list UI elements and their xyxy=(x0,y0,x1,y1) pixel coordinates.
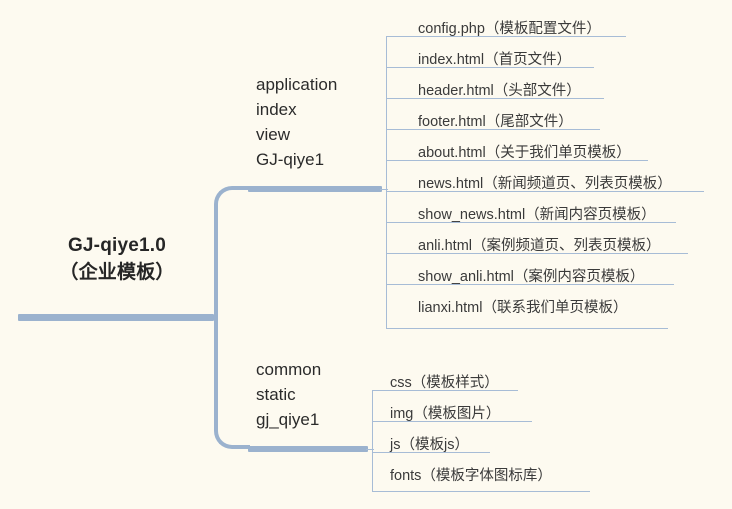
branch-label-common[interactable]: common static gj_qiye1 xyxy=(256,360,322,429)
leaf-config-php[interactable]: config.php（模板配置文件） xyxy=(418,21,601,37)
leaf-spine-common xyxy=(372,390,373,491)
leaf-index-html[interactable]: index.html（首页文件） xyxy=(418,52,572,68)
leaf-rule-news-html xyxy=(386,191,704,192)
leaf-rule-show-anli-html xyxy=(386,284,674,285)
root-underline xyxy=(18,314,214,321)
connector-root-to-common xyxy=(214,317,250,449)
leaf-rule-js xyxy=(372,452,490,453)
leaf-footer-html[interactable]: footer.html（尾部文件） xyxy=(418,114,573,130)
root-title-line2: （企业模板） xyxy=(59,262,175,283)
leaf-rule-show-news-html xyxy=(386,222,676,223)
leaf-stub-application xyxy=(380,189,388,190)
branch-underline-common xyxy=(248,446,368,452)
root-node-label: GJ-qiye1.0 （企业模板） xyxy=(18,232,216,286)
leaf-news-html[interactable]: news.html（新闻频道页、列表页模板） xyxy=(418,176,672,192)
leaf-rule-about-html xyxy=(386,160,648,161)
leaf-rule-lianxi-html xyxy=(386,328,668,329)
leaf-rule-css xyxy=(372,390,518,391)
leaf-spine-application xyxy=(386,36,387,328)
leaf-rule-header-html xyxy=(386,98,604,99)
leaf-rule-index-html xyxy=(386,67,594,68)
leaf-rule-footer-html xyxy=(386,129,600,130)
branch-underline-application xyxy=(248,186,382,192)
leaf-stub-common xyxy=(366,449,374,450)
leaf-anli-html[interactable]: anli.html（案例频道页、列表页模板） xyxy=(418,238,661,254)
leaf-header-html[interactable]: header.html（头部文件） xyxy=(418,83,581,99)
leaf-rule-img xyxy=(372,421,532,422)
leaf-fonts[interactable]: fonts（模板字体图标库） xyxy=(390,468,552,484)
leaf-css[interactable]: css（模板样式） xyxy=(390,375,499,391)
connector-root-to-application xyxy=(214,186,250,318)
leaf-rule-anli-html xyxy=(386,253,688,254)
leaf-show-anli-html[interactable]: show_anli.html（案例内容页模板） xyxy=(418,269,645,285)
leaf-show-news-html[interactable]: show_news.html（新闻内容页模板） xyxy=(418,207,656,223)
leaf-about-html[interactable]: about.html（关于我们单页模板） xyxy=(418,145,631,161)
leaf-rule-fonts xyxy=(372,491,590,492)
branch-label-application[interactable]: application index view GJ-qiye1 xyxy=(256,75,338,169)
leaf-rule-config-php xyxy=(386,36,626,37)
leaf-lianxi-html[interactable]: lianxi.html（联系我们单页模板） xyxy=(418,300,628,316)
root-title-line1: GJ-qiye1.0 xyxy=(67,235,167,256)
leaf-js[interactable]: js（模板js） xyxy=(390,437,469,453)
leaf-img[interactable]: img（模板图片） xyxy=(390,406,501,422)
